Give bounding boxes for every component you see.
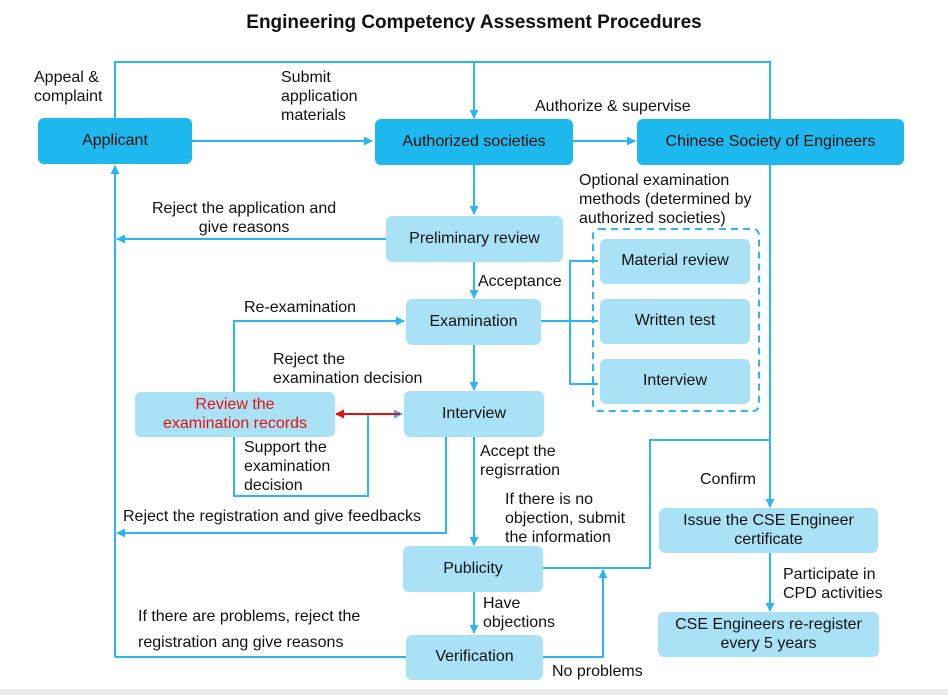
publicity-to-confirm-line — [543, 439, 770, 569]
appeal-connector — [114, 61, 771, 448]
cse-box: Chinese Society of Engineers — [637, 119, 904, 165]
options-bracket — [569, 260, 598, 385]
authorized-societies-box: Authorized societies — [375, 119, 573, 165]
review-records-line2: examination records — [162, 414, 308, 432]
optional-methods-frame — [592, 228, 760, 412]
confirm-label: Confirm — [700, 471, 757, 488]
preliminary-review-box: Preliminary review — [386, 216, 563, 262]
reject-registration-label: Reject the registration and give feedbac… — [123, 508, 421, 525]
interview-option-box: Interview — [600, 359, 750, 404]
reexamination-label: Re-examination — [244, 299, 357, 316]
interview-box: Interview — [404, 391, 544, 437]
reject-registration-arrow — [116, 436, 447, 538]
reregister-box: CSE Engineers re-register every 5 years — [658, 612, 879, 657]
authorize-label: Authorize & supervise — [535, 98, 691, 115]
bottom-divider — [0, 689, 948, 695]
page-title: Engineering Competency Assessment Proced… — [246, 12, 702, 33]
written-test-box: Written test — [600, 299, 750, 344]
applicant-box: Applicant — [38, 118, 192, 164]
review-records-line1: Review the — [195, 396, 275, 414]
material-review-box: Material review — [600, 239, 750, 284]
acceptance-label: Acceptance — [478, 273, 562, 290]
examination-box: Examination — [406, 299, 541, 345]
verification-box: Verification — [406, 635, 543, 680]
no-problems-arrow — [543, 569, 608, 658]
reregister-line2: every 5 years — [720, 634, 817, 652]
appeal-label: Appeal &complaint — [34, 69, 103, 105]
issue-certificate-line1: Issue the CSE Engineer — [683, 512, 854, 530]
issue-certificate-box: Issue the CSE Engineer certificate — [659, 508, 878, 553]
reexamination-arrow — [233, 316, 405, 392]
review-records-box: Review the examination records — [135, 392, 335, 437]
reregister-line1: CSE Engineers re-register — [675, 616, 862, 634]
issue-certificate-line2: certificate — [734, 530, 803, 548]
publicity-box: Publicity — [403, 546, 543, 592]
no-problems-label: No problems — [552, 663, 643, 680]
